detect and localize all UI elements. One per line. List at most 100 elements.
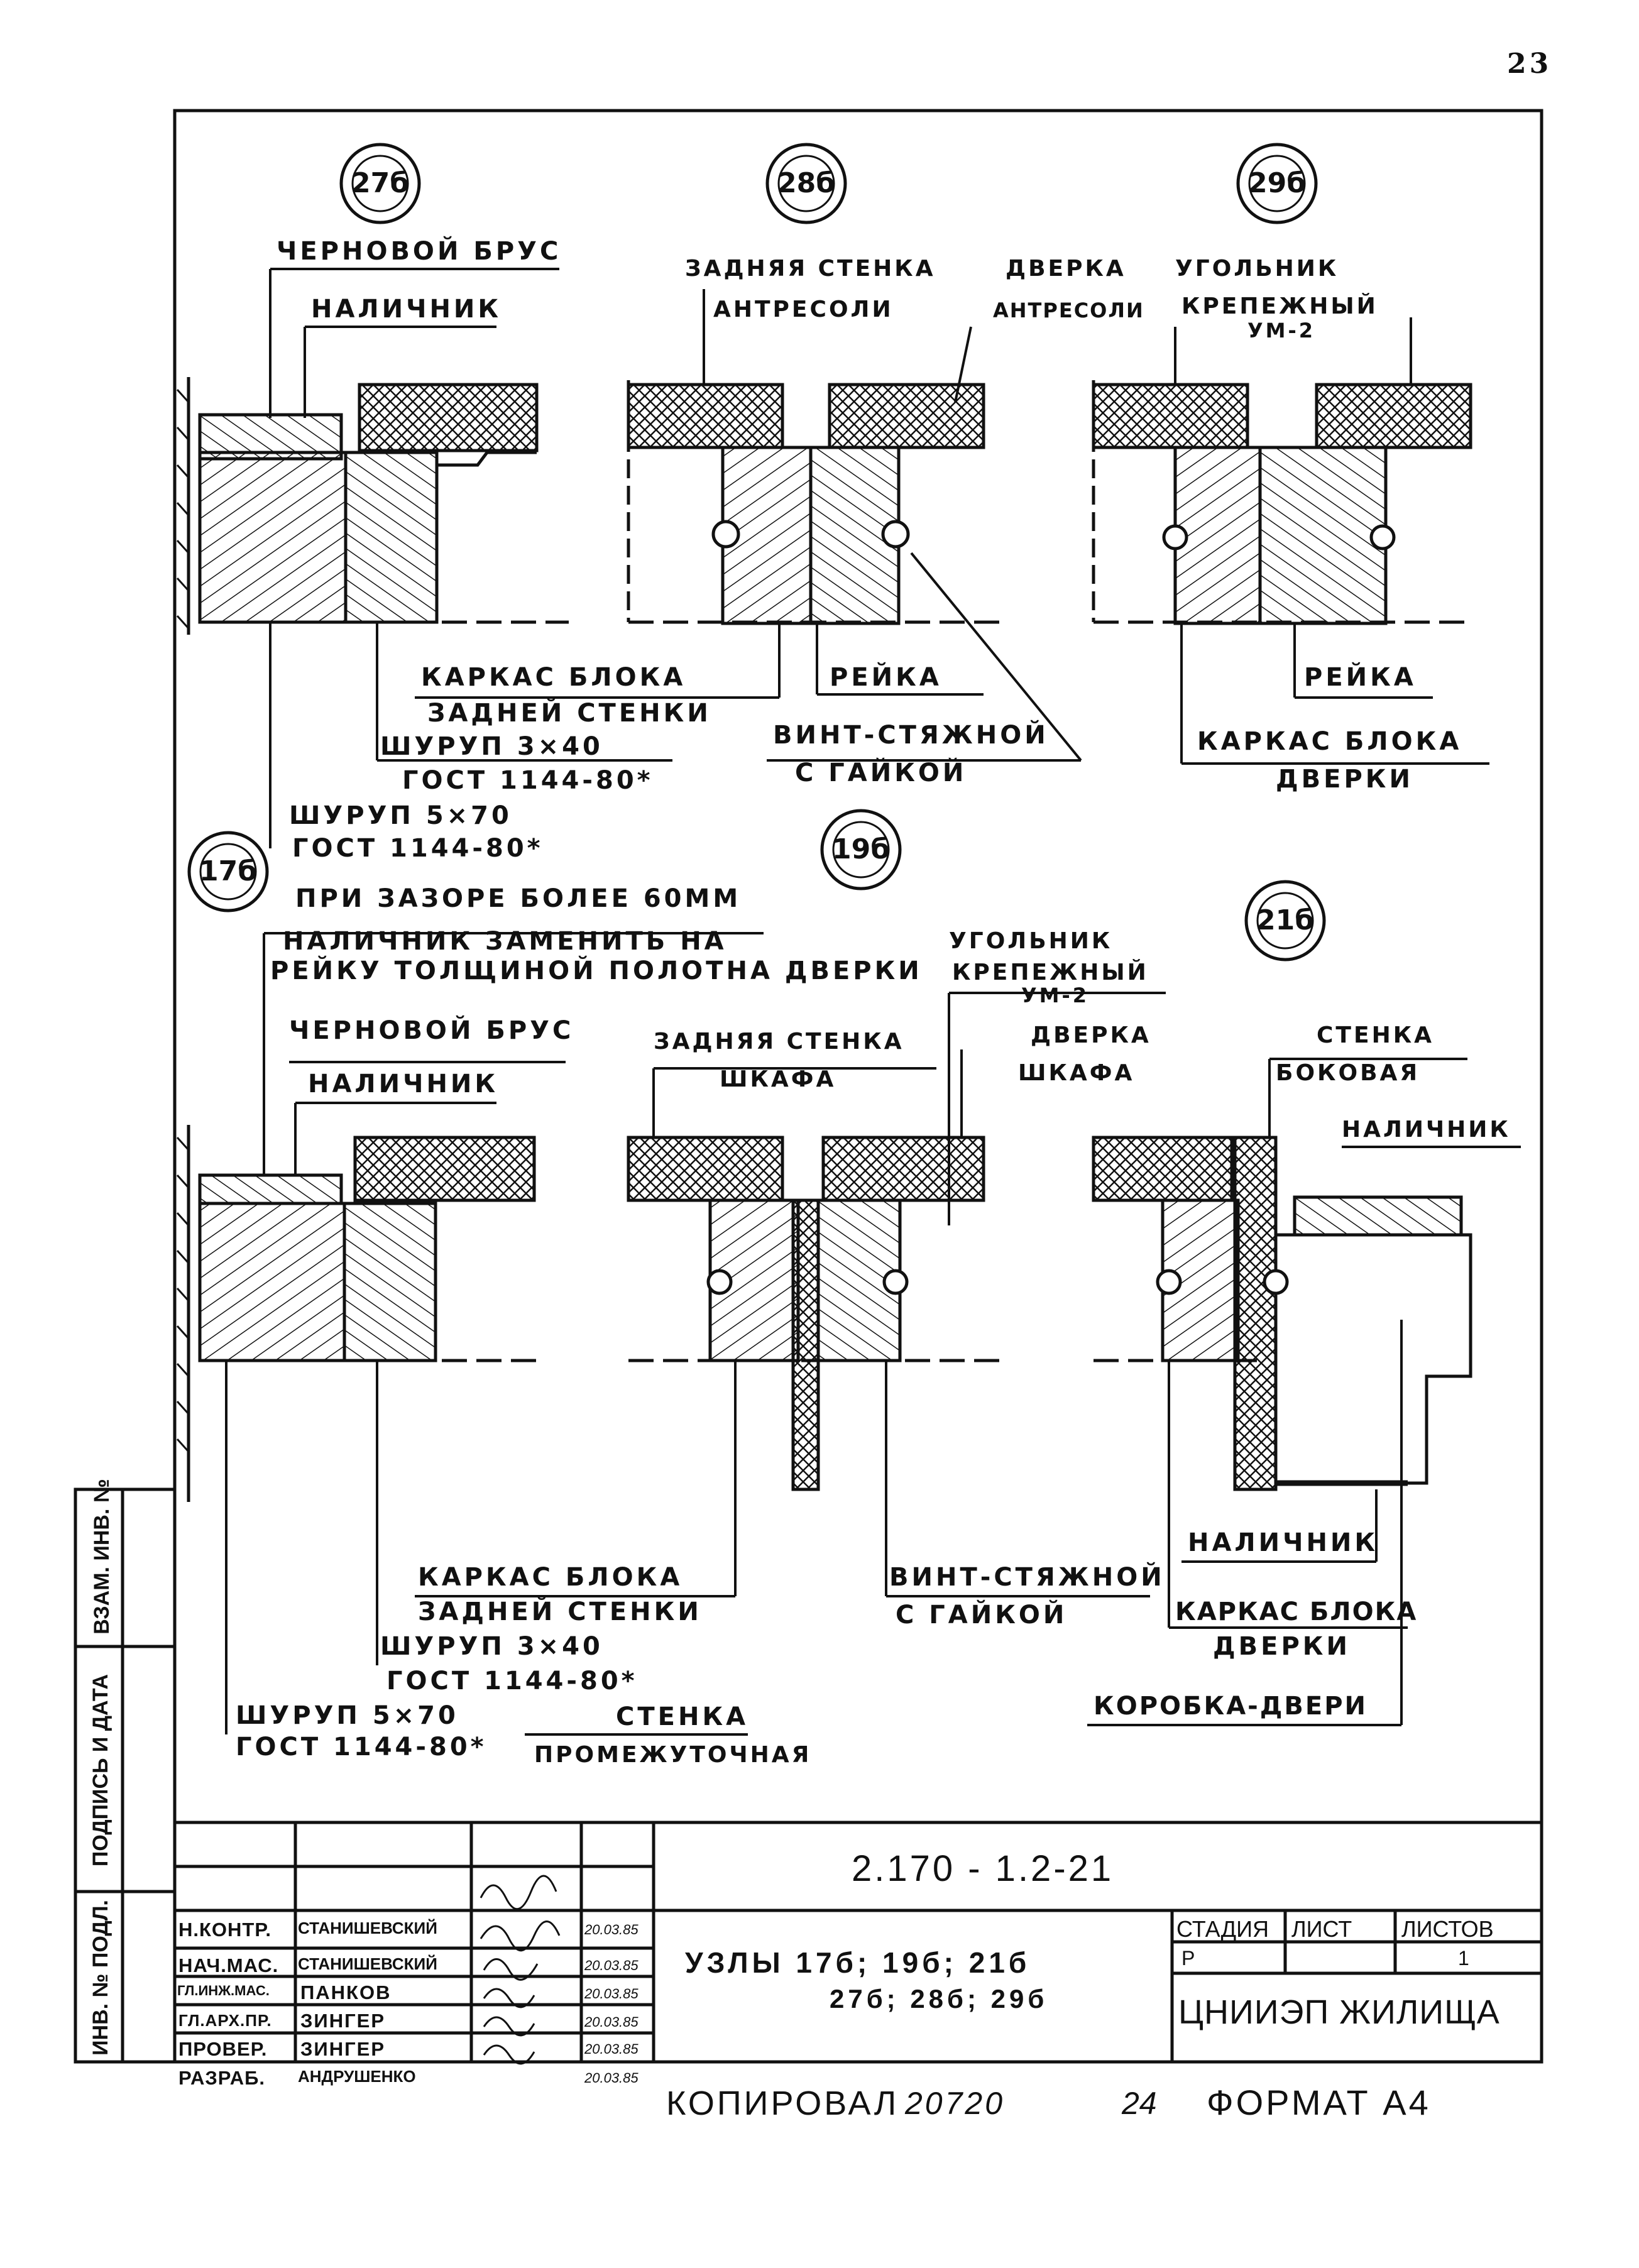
organization: ЦНИИЭП ЖИЛИЩА xyxy=(1178,1993,1500,2031)
name-prover: ЗИНГЕР xyxy=(300,2038,386,2060)
stage-header: СТАДИЯ xyxy=(1176,1916,1269,1942)
label-gost-top-2: ГОСТ 1144-80* xyxy=(292,834,544,863)
sheet-header: ЛИСТ xyxy=(1291,1916,1352,1942)
node-21b-number: 21б xyxy=(1256,904,1314,936)
copied-label: КОПИРОВАЛ xyxy=(666,2084,899,2122)
label-dverka-19: ДВЕРКА xyxy=(1031,1022,1151,1048)
node-19b-number: 19б xyxy=(832,833,890,865)
label-krepezhny-19: КРЕПЕЖНЫЙ xyxy=(952,960,1149,985)
label-korobka-dveri: КОРОБКА-ДВЕРИ xyxy=(1094,1692,1368,1721)
node-28b-number: 28б xyxy=(777,167,835,199)
label-nalichnik-17: НАЛИЧНИК xyxy=(308,1070,499,1098)
title-block-grid xyxy=(175,1821,1542,2062)
label-karkas-bloka-top: КАРКАС БЛОКА xyxy=(421,663,686,692)
detail-27b xyxy=(176,377,569,635)
label-shurup-5x70-bottom: ШУРУП 5×70 xyxy=(236,1701,459,1730)
node-29b-number: 29б xyxy=(1248,167,1306,199)
label-ugolnik-29: УГОЛЬНИК xyxy=(1175,256,1339,282)
role-gl-inzh: ГЛ.ИНЖ.МАС. xyxy=(177,1983,270,1998)
doc-code: 2.170 - 1.2-21 xyxy=(852,1848,1114,1889)
page-number: 23 xyxy=(1507,48,1552,80)
name-n-kontr: СТАНИШЕВСКИЙ xyxy=(298,1919,437,1937)
description-line-2: 27б; 28б; 29б xyxy=(830,1984,1048,2013)
label-shkafa-19: ШКАФА xyxy=(720,1066,836,1092)
label-dverki-21: ДВЕРКИ xyxy=(1213,1632,1351,1661)
node-27b-number: 27б xyxy=(351,167,409,199)
label-s-gaykoy-28: С ГАЙКОЙ xyxy=(795,759,967,787)
label-shkafa-19-door: ШКАФА xyxy=(1018,1060,1135,1086)
label-zadney-stenki-bottom: ЗАДНЕЙ СТЕНКИ xyxy=(418,1597,702,1626)
stamp-vzam-inv: ВЗАМ. ИНВ. № xyxy=(90,1479,114,1635)
date-prover: 20.03.85 xyxy=(584,2041,639,2057)
label-dverki-29: ДВЕРКИ xyxy=(1276,765,1413,794)
role-nach-mas: НАЧ.МАС. xyxy=(178,1954,279,1976)
signatures xyxy=(480,1875,561,2065)
label-shurup-3x40-bottom: ШУРУП 3×40 xyxy=(380,1632,603,1661)
label-zadney-stenki-top: ЗАДНЕЙ СТЕНКИ xyxy=(427,699,711,728)
date-gl-inzh: 20.03.85 xyxy=(584,1986,639,2002)
role-gl-arh: ГЛ.АРХ.ПР. xyxy=(178,2011,272,2030)
label-reyka-28: РЕЙКА xyxy=(830,663,942,692)
description-line-1: УЗЛЫ 17б; 19б; 21б xyxy=(685,1946,1031,1979)
label-bokovaya-21: БОКОВАЯ xyxy=(1276,1060,1420,1086)
detail-19b xyxy=(627,1136,1006,1491)
node-markers xyxy=(187,143,1326,961)
node-17b-number: 17б xyxy=(199,855,257,887)
label-ugolnik-19: УГОЛЬНИК xyxy=(949,928,1113,954)
name-gl-inzh: ПАНКОВ xyxy=(300,1981,392,2003)
stamp-podpis-data: ПОДПИСЬ И ДАТА xyxy=(89,1674,112,1867)
copied-sheet: 24 xyxy=(1122,2086,1157,2121)
label-s-gaykoy-19: С ГАЙКОЙ xyxy=(896,1601,1068,1630)
label-vint-19: ВИНТ-СТЯЖНОЙ xyxy=(889,1563,1165,1592)
label-chernovoy-brus-17: ЧЕРНОВОЙ БРУС xyxy=(289,1016,574,1045)
format-label: ФОРМАТ А4 xyxy=(1207,2083,1431,2122)
date-gl-arh: 20.03.85 xyxy=(584,2014,639,2030)
label-nalichnik-21: НАЛИЧНИК xyxy=(1342,1117,1511,1142)
label-karkas-bloka-29: КАРКАС БЛОКА xyxy=(1197,727,1462,756)
label-zadnyaya-stenka-19: ЗАДНЯЯ СТЕНКА xyxy=(654,1029,904,1055)
label-stenka-21: СТЕНКА xyxy=(1317,1022,1434,1048)
name-razrab: АНДРУШЕНКО xyxy=(298,2067,416,2086)
label-krepezhny-29: КРЕПЕЖНЫЙ xyxy=(1181,293,1378,319)
role-prover: ПРОВЕР. xyxy=(178,2038,268,2060)
note-line-1: ПРИ ЗАЗОРЕ БОЛЕЕ 60ММ xyxy=(295,884,742,913)
sheet-frame xyxy=(74,109,1543,2064)
label-gost-bottom-1: ГОСТ 1144-80* xyxy=(386,1667,638,1696)
date-nach-mas: 20.03.85 xyxy=(584,1958,639,1973)
sheets-header: ЛИСТОВ xyxy=(1401,1916,1494,1942)
sheets-value: 1 xyxy=(1458,1947,1469,1969)
label-antresoli-28-door: АНТРЕСОЛИ xyxy=(993,299,1144,322)
stage-value: Р xyxy=(1181,1947,1195,1969)
stamp-inv-podl: ИНВ. № ПОДЛ. xyxy=(89,1900,112,2056)
label-shurup-3x40-top: ШУРУП 3×40 xyxy=(380,732,603,761)
date-razrab: 20.03.85 xyxy=(584,2070,639,2086)
label-nalichnik-27: НАЛИЧНИК xyxy=(311,295,502,324)
role-n-kontr: Н.КОНТР. xyxy=(178,1919,271,1941)
label-dverka-28: ДВЕРКА xyxy=(1006,256,1126,282)
role-razrab: РАЗРАБ. xyxy=(178,2067,265,2089)
label-vint-28: ВИНТ-СТЯЖНОЙ xyxy=(773,721,1049,750)
leaders-top xyxy=(269,268,1489,848)
label-karkas-bloka-21: КАРКАС БЛОКА xyxy=(1175,1597,1418,1626)
label-um2-19: УМ-2 xyxy=(1021,983,1090,1007)
date-n-kontr: 20.03.85 xyxy=(584,1922,639,1937)
note-line-3: РЕЙКУ ТОЛЩИНОЙ ПОЛОТНА ДВЕРКИ xyxy=(270,956,923,985)
leaders-bottom xyxy=(225,932,1521,1736)
label-antresoli-28: АНТРЕСОЛИ xyxy=(713,297,894,322)
label-karkas-bloka-bottom: КАРКАС БЛОКА xyxy=(418,1563,683,1592)
name-nach-mas: СТАНИШЕВСКИЙ xyxy=(298,1954,437,1973)
detail-28b xyxy=(627,380,999,625)
detail-29b xyxy=(1092,380,1472,625)
label-gost-top-1: ГОСТ 1144-80* xyxy=(402,766,654,795)
detail-21b xyxy=(1092,1136,1472,1491)
label-gost-bottom-2: ГОСТ 1144-80* xyxy=(236,1733,487,1761)
note-line-2: НАЛИЧНИК ЗАМЕНИТЬ НА xyxy=(283,927,727,956)
label-chernovoy-brus-27: ЧЕРНОВОЙ БРУС xyxy=(277,237,562,266)
label-zadnyaya-stenka-28: ЗАДНЯЯ СТЕНКА xyxy=(685,256,936,282)
name-gl-arh: ЗИНГЕР xyxy=(300,2010,386,2032)
label-shurup-5x70-top: ШУРУП 5×70 xyxy=(289,801,512,830)
label-nalichnik-21-bottom: НАЛИЧНИК xyxy=(1188,1528,1379,1557)
label-um2-29: УМ-2 xyxy=(1247,319,1316,342)
detail-17b xyxy=(176,1125,540,1502)
